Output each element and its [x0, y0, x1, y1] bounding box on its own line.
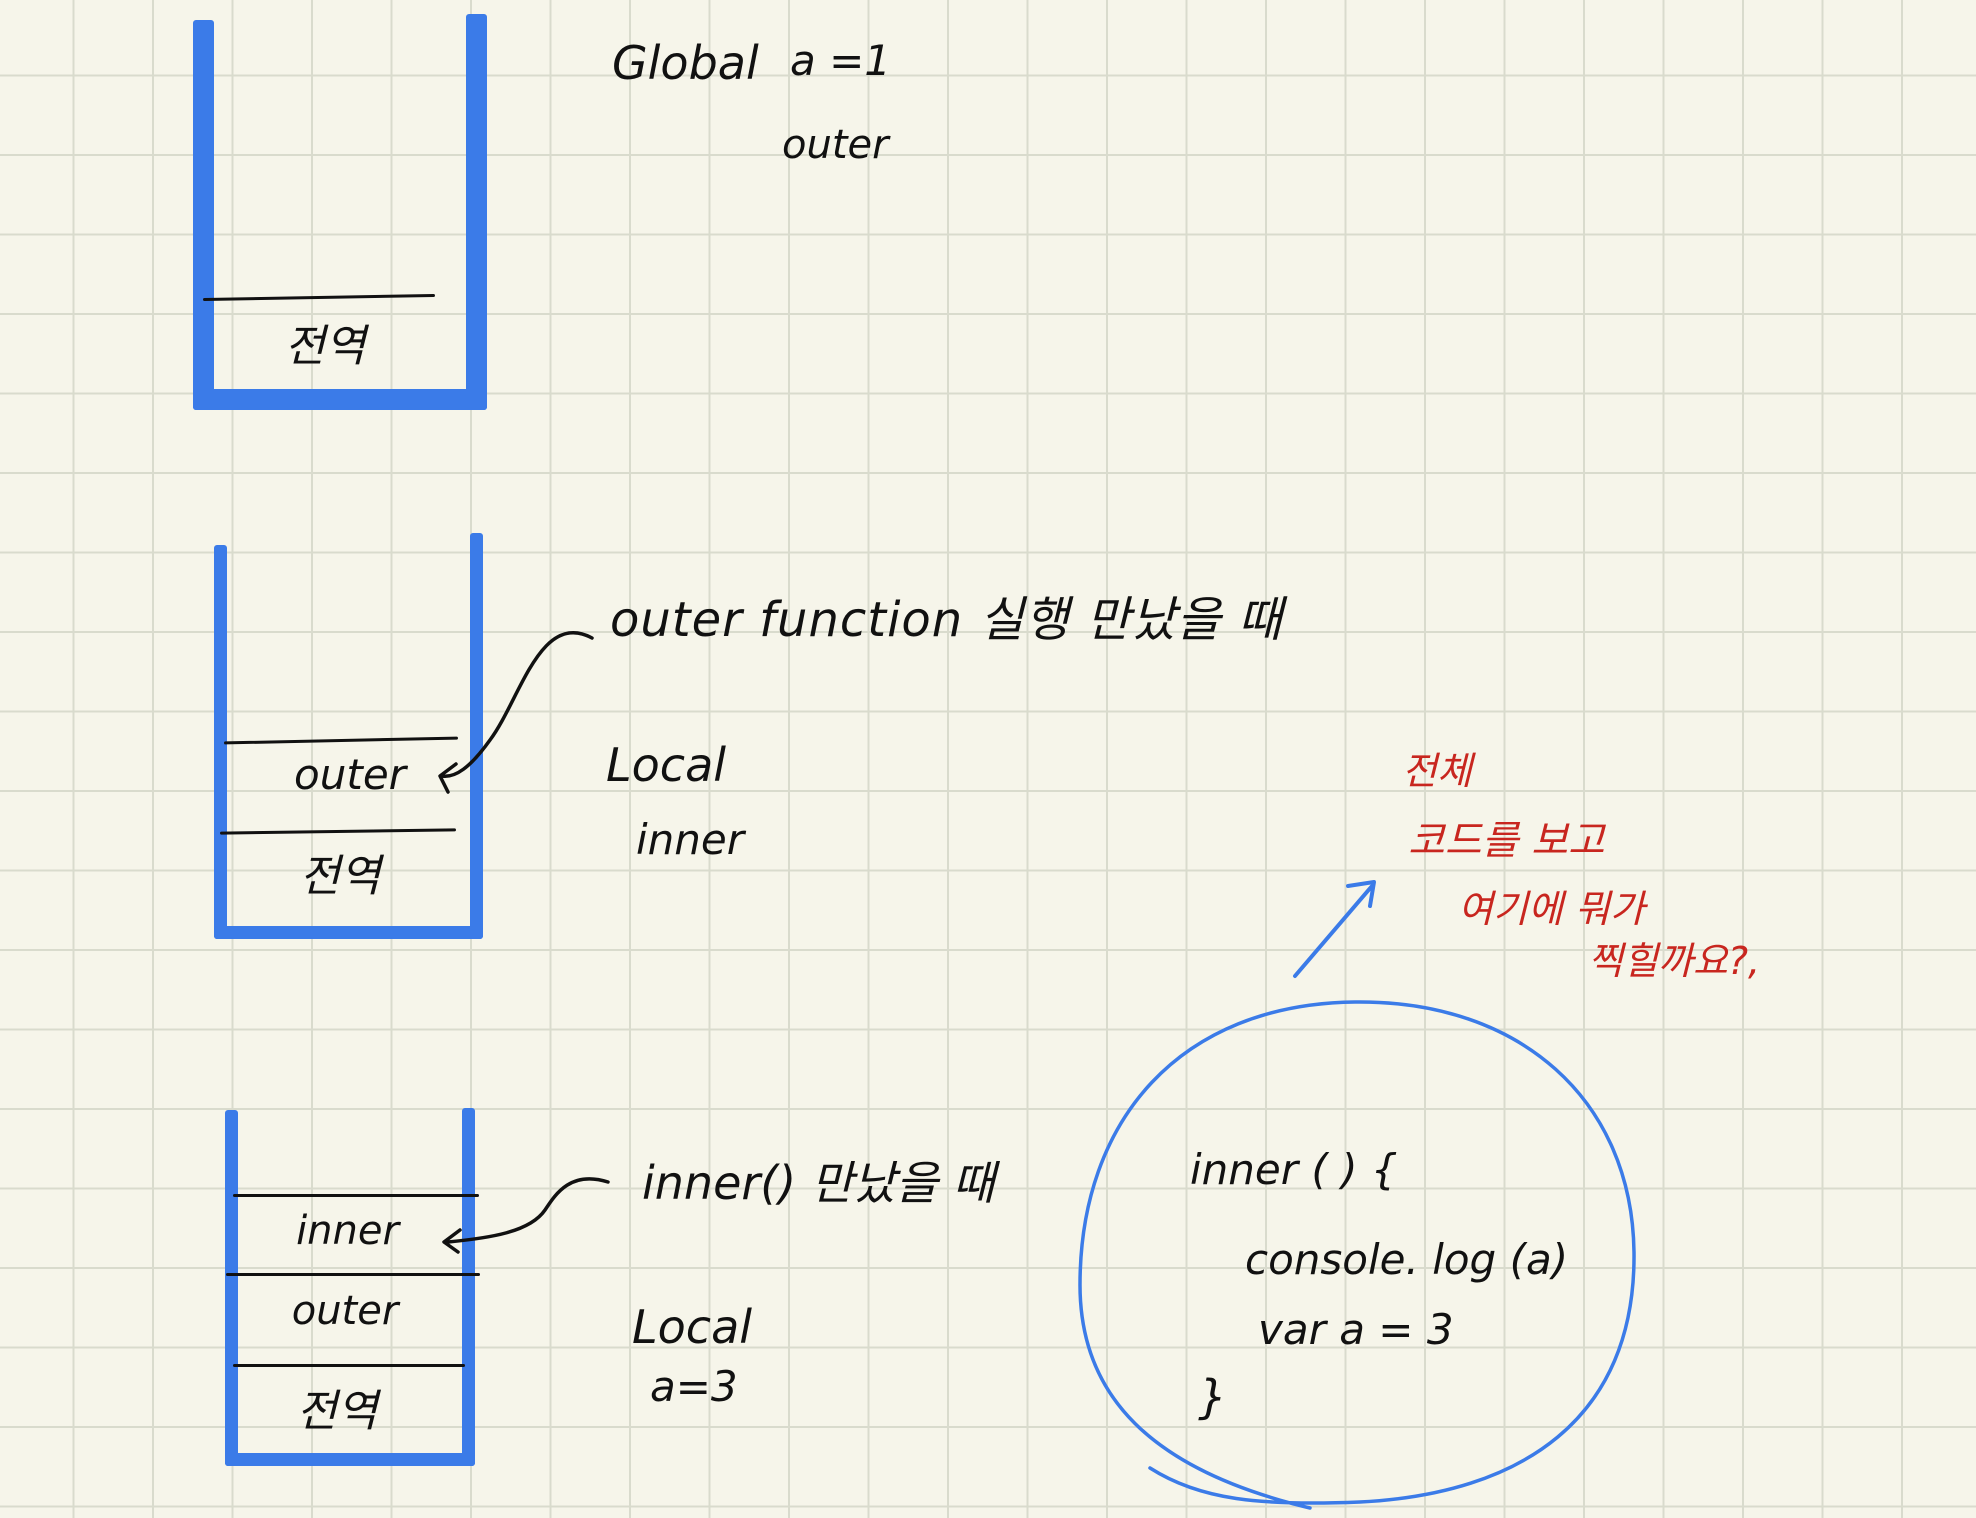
- stack-right-wall: [466, 14, 487, 410]
- global-function-outer: outer: [782, 122, 889, 168]
- global-scope-label: Global: [612, 36, 759, 90]
- stack-right-wall: [470, 533, 483, 939]
- global-variable-a: a =1: [790, 36, 892, 85]
- stack-left-wall: [225, 1110, 238, 1466]
- arrow-head: [1346, 880, 1376, 908]
- outer-call-caption: outer function 실행 만났을 때: [610, 592, 1283, 648]
- local-variable-a: a=3: [650, 1362, 738, 1411]
- code-line-function-header: inner ( ) {: [1190, 1145, 1398, 1194]
- question-arrow: [1293, 884, 1374, 978]
- arrow-head: [442, 1228, 462, 1254]
- question-line-3: 여기에 뭐가: [1458, 887, 1645, 931]
- frame-divider: [219, 828, 457, 835]
- stack-frame-global: 전역: [284, 321, 366, 372]
- stack-frame-inner: inner: [296, 1208, 399, 1254]
- stack-bottom: [214, 926, 483, 939]
- frame-divider: [233, 1364, 465, 1367]
- question-line-4: 찍힐까요?,: [1588, 939, 1761, 983]
- stack-bottom: [225, 1453, 475, 1466]
- frame-divider: [226, 1273, 480, 1276]
- stack-frame-global: 전역: [296, 1386, 378, 1437]
- stack-left-wall: [214, 545, 227, 939]
- stack-left-wall: [193, 20, 214, 410]
- pointer-arrow: [440, 630, 594, 778]
- code-line-closing-brace: }: [1198, 1370, 1228, 1424]
- question-line-1: 전체: [1402, 749, 1472, 793]
- local-scope-label: Local: [632, 1300, 753, 1354]
- frame-divider: [202, 293, 436, 302]
- stack-frame-outer: outer: [291, 1288, 399, 1334]
- stack-right-wall: [462, 1108, 475, 1466]
- frame-divider: [223, 736, 459, 745]
- inner-call-caption: inner() 만났을 때: [642, 1156, 995, 1210]
- stack-frame-outer: outer: [294, 750, 406, 799]
- frame-divider: [233, 1194, 479, 1197]
- stack-frame-global: 전역: [299, 851, 381, 902]
- question-line-2: 코드를 보고: [1408, 818, 1605, 864]
- arrow-head: [438, 762, 458, 794]
- stack-bottom: [193, 389, 487, 410]
- local-scope-label: Local: [606, 738, 727, 792]
- code-line-console-log: console. log (a): [1245, 1235, 1569, 1284]
- local-function-inner: inner: [636, 815, 745, 864]
- code-line-var-declaration: var a = 3: [1258, 1305, 1454, 1354]
